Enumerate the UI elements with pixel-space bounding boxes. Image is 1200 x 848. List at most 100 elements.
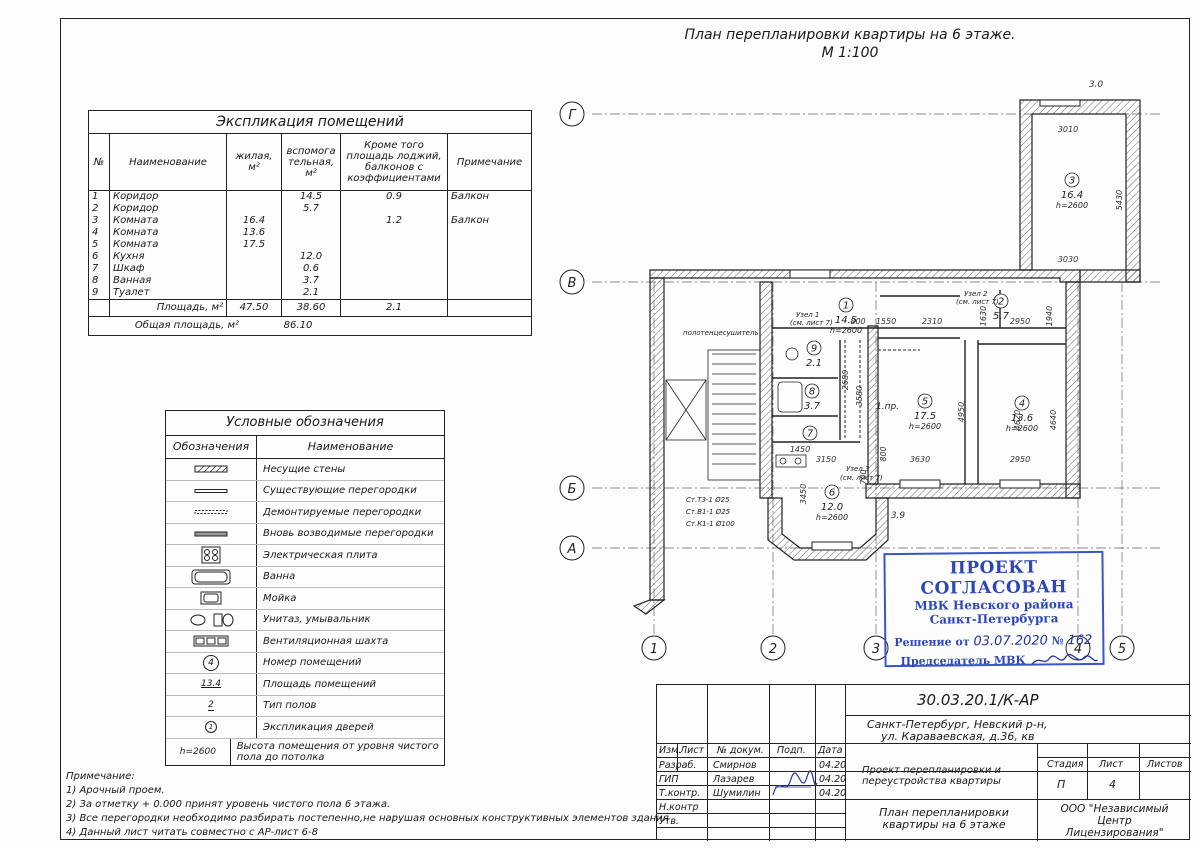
riser-note: Ст.В1-1 Ø25 [686, 508, 731, 516]
legend-item-name: Тип полов [263, 700, 317, 712]
row-aux: 12.0 [281, 251, 341, 263]
legend-item-name: Несущие стены [263, 463, 346, 475]
room-number: 6 [829, 488, 835, 499]
row-note: Балкон [447, 215, 531, 227]
bearing-walls [632, 99, 1141, 615]
stamp-org: МВК Невского района [914, 597, 1074, 613]
legend-item-name: Вентиляционная шахта [263, 635, 389, 647]
room-height: h=2600 [1056, 201, 1088, 210]
dimension-label: 1630 [979, 306, 988, 326]
row-name: Комната [109, 227, 227, 239]
stage-value: П [1057, 778, 1066, 791]
floor-type-icon: 2 [166, 695, 257, 716]
electric-stove-icon [166, 545, 257, 566]
legend-row: Унитаз, умывальник [166, 609, 444, 631]
total-label: Общая площадь, м² [134, 320, 239, 331]
row-extra [340, 227, 448, 239]
legend-row: Демонтируемые перегородки [166, 502, 444, 524]
row-aux [281, 215, 341, 227]
dimension-label: 800 [879, 446, 888, 461]
signature-icon [1030, 653, 1098, 666]
sum-live: 47.50 [226, 299, 282, 316]
legend-item-name: Вновь возводимые перегородки [263, 528, 434, 540]
dimension-label: 1450 [790, 445, 810, 454]
legend-item-name: Экспликация дверей [263, 721, 374, 733]
explication-table: Экспликация помещений № Наименование жил… [88, 110, 532, 336]
stamp-no-label: № [1051, 634, 1064, 648]
row-number: 9 [92, 287, 99, 298]
bathtub-icon [166, 566, 257, 587]
explication-grid: № Наименование жилая, м² вспомога тельна… [89, 134, 531, 316]
col-header: жилая, м² [226, 134, 282, 191]
stamp-decision-date: 03.07.2020 [973, 633, 1048, 650]
stamp-decision-number: 162 [1067, 632, 1093, 649]
row-number: 5 [92, 239, 99, 250]
axis-label: 1 [650, 642, 658, 657]
room-area: 3.7 [804, 401, 821, 412]
note-item: 3) Все перегородки необходимо разбирать … [66, 813, 669, 824]
person-date: 04.20 [819, 760, 847, 771]
bearing-wall-icon [166, 459, 257, 480]
person-role: ГИП [659, 774, 679, 785]
legend-row: 2 Тип полов [166, 695, 444, 717]
sum-label: Площадь, м² [109, 299, 227, 316]
room-number-marker [824, 484, 840, 500]
row-live: 17.5 [226, 239, 282, 251]
room-number-icon: 4 [166, 652, 257, 673]
legend-row: Несущие стены [166, 459, 444, 481]
room-area: 2.1 [806, 358, 822, 369]
address-line: Санкт-Петербург, Невский р-н, [867, 718, 1048, 731]
notes-block: Примечание: 1) Арочный проем. 2) За отме… [66, 770, 669, 840]
drawing-code: 30.03.20.1/К-АР [917, 691, 1039, 709]
person-date: 04.20 [819, 774, 847, 785]
row-extra [340, 287, 448, 300]
person-name: Шумилин [713, 788, 761, 799]
dimension-label: 4640 [1049, 410, 1058, 430]
node-note: (см. лист 7) [790, 319, 833, 327]
room-number-marker [917, 393, 933, 409]
explication-title: Экспликация помещений [89, 111, 531, 134]
room-area-icon: 13.4 [166, 674, 257, 695]
opening-note: 1.пр. [876, 402, 899, 412]
tb-header: Лист [680, 745, 705, 756]
room-number: 4 [1019, 399, 1025, 410]
person-date: 04.20 [819, 788, 847, 799]
room-number-marker [1064, 172, 1080, 188]
legend-row: Мойка [166, 588, 444, 610]
node-note: Узел 2 [964, 290, 988, 298]
room-number-marker [806, 340, 822, 356]
person-role: Разраб. [659, 760, 697, 771]
stage-header: Стадия [1047, 759, 1084, 770]
dimension-label: 3.9 [891, 511, 906, 521]
row-extra [340, 251, 448, 263]
approval-stamp: ПРОЕКТ СОГЛАСОВАН МВК Невского района Са… [883, 550, 1105, 668]
room-height: h=2600 [1006, 424, 1038, 433]
row-number: 4 [92, 227, 99, 238]
node-note: Узел 1 [796, 311, 819, 319]
tb-header: Подп. [777, 745, 806, 756]
dimension-label: 1550 [876, 317, 896, 326]
dimension-label: 5430 [1115, 190, 1124, 210]
stamp-chair-label: Председатель МВК [900, 653, 1026, 668]
legend-item-name: Унитаз, умывальник [263, 614, 371, 626]
row-number: 2 [92, 203, 99, 214]
sheet-value: 4 [1109, 778, 1116, 791]
legend-row: Существующие перегородки [166, 480, 444, 502]
note-item: 4) Данный лист читать совместно с АР-лис… [66, 827, 318, 838]
notes-title: Примечание: [66, 771, 135, 782]
project-title: Проект перепланировки и переустройства к… [862, 765, 1002, 787]
room-height: h=2600 [816, 513, 848, 522]
legend-symbol-text: 4 [203, 654, 219, 671]
sum-aux: 38.60 [281, 299, 341, 316]
room-area: 12.0 [821, 502, 843, 513]
height-icon: h=2600 [166, 738, 231, 765]
row-name: Коридор [109, 203, 227, 215]
row-name: Ванная [109, 275, 227, 287]
